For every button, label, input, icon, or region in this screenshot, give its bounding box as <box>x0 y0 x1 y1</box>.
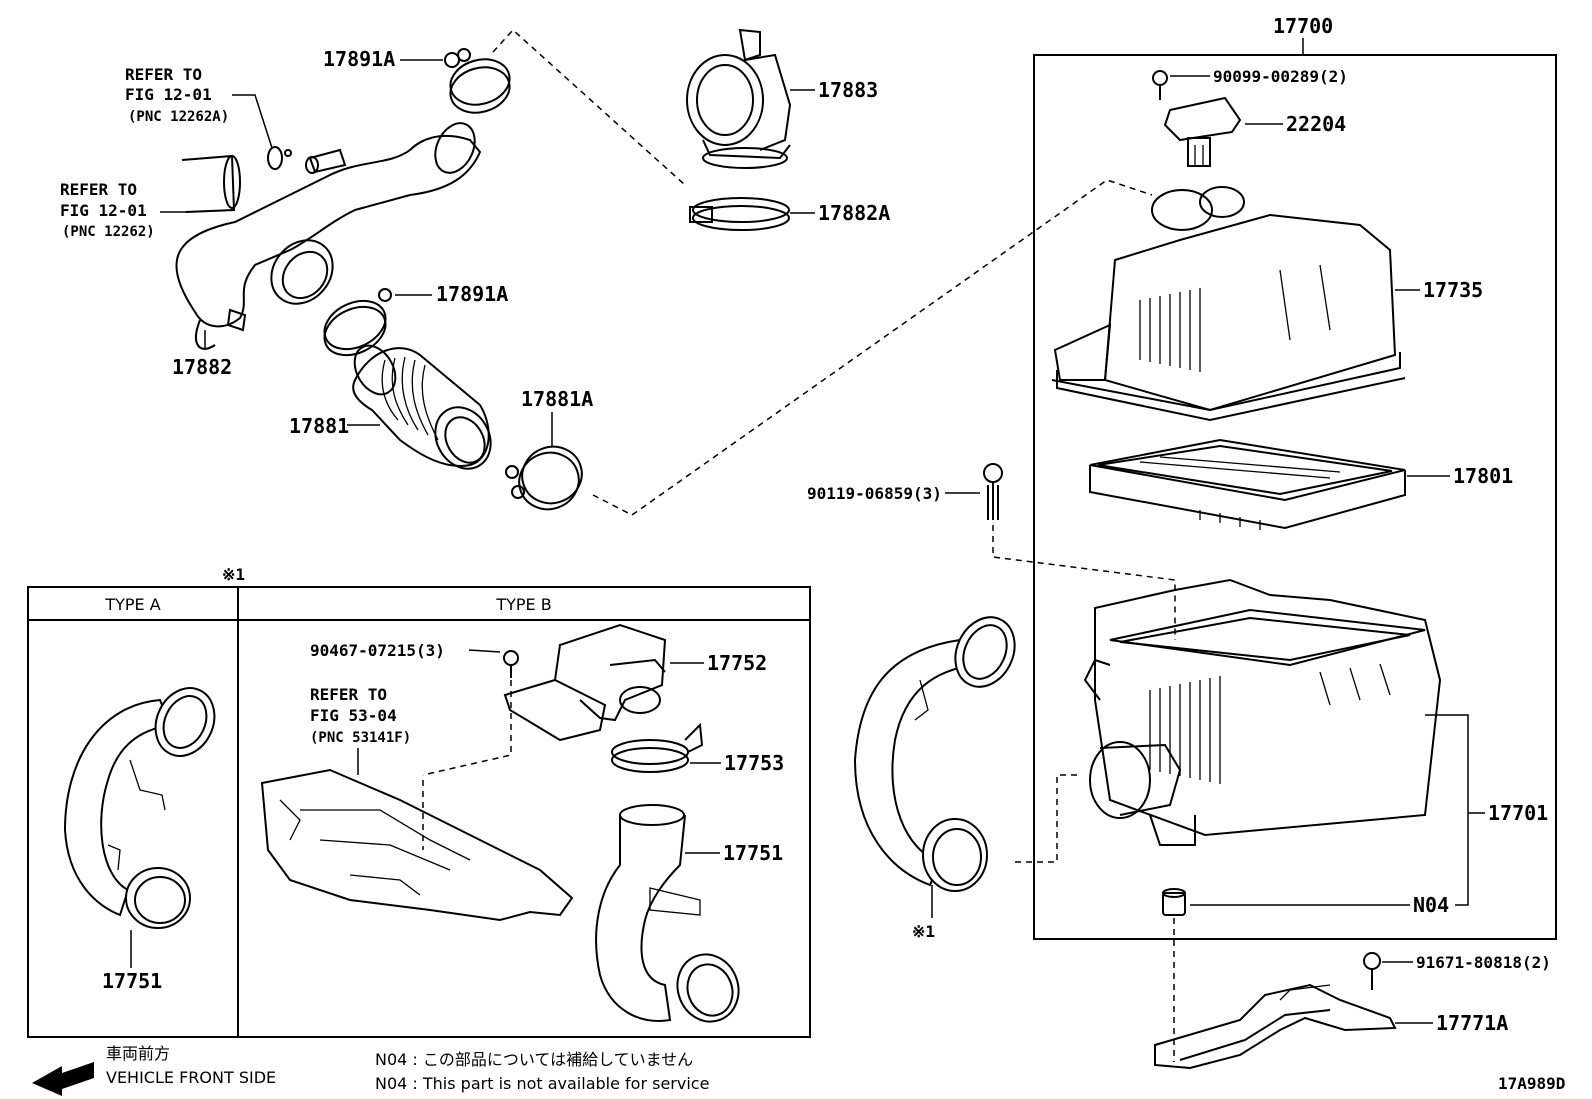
label-17751-type-b: 17751 <box>723 841 783 865</box>
refer-b-line2: FIG 12-01 <box>60 201 147 220</box>
refer-note-b: REFER TO FIG 12-01 (PNC 12262) <box>60 154 241 240</box>
bolt-91671 <box>1363 952 1413 990</box>
refer-b-line3: (PNC 12262) <box>62 224 155 240</box>
refer-note-c: REFER TO FIG 53-04 (PNC 53141F) <box>310 685 411 775</box>
label-90099: 90099-00289(2) <box>1213 67 1348 86</box>
ref-mark-side: ※1 <box>912 922 935 941</box>
label-90467: 90467-07215(3) <box>310 641 445 660</box>
case-lower-17701 <box>1083 578 1485 906</box>
label-17883: 17883 <box>818 78 878 102</box>
label-22204: 22204 <box>1286 112 1346 136</box>
ref-mark-box: ※1 <box>222 565 245 584</box>
refer-a-line2: FIG 12-01 <box>125 85 212 104</box>
label-17881: 17881 <box>289 414 349 438</box>
legend-n04-en: N04 : This part is not available for ser… <box>375 1074 709 1093</box>
assembly-number: 17700 <box>1273 14 1333 38</box>
clamp-17891A-top <box>400 48 511 114</box>
label-17882: 17882 <box>172 355 232 379</box>
refer-c-line2: FIG 53-04 <box>310 706 397 725</box>
label-17701: 17701 <box>1488 801 1548 825</box>
label-N04: N04 <box>1413 893 1449 917</box>
front-arrow-icon <box>32 1062 94 1096</box>
label-17753: 17753 <box>724 751 784 775</box>
screw-90099 <box>1152 70 1210 100</box>
label-91671: 91671-80818(2) <box>1416 953 1551 972</box>
label-17801: 17801 <box>1453 464 1513 488</box>
clamp-17891A-mid <box>323 288 432 357</box>
label-17771A: 17771A <box>1436 1011 1508 1035</box>
refer-a-line1: REFER TO <box>125 65 202 84</box>
legend-front-jp: 車両前方 <box>106 1044 170 1063</box>
assembly-frame <box>1033 54 1557 940</box>
refer-c-line3: (PNC 53141F) <box>310 730 411 746</box>
bolt-90119 <box>945 463 1176 640</box>
figure-id: 17A989D <box>1498 1074 1565 1093</box>
legend-n04-jp: N04 : この部品については補給していません <box>375 1050 693 1069</box>
refer-a-line3: (PNC 12262A) <box>128 109 229 125</box>
label-17881A: 17881A <box>521 387 593 411</box>
duct-17751-type-a <box>63 687 216 968</box>
refer-c-line1: REFER TO <box>310 685 387 704</box>
clip-90467 <box>468 649 519 678</box>
label-17751-type-a: 17751 <box>102 969 162 993</box>
case-upper-17735 <box>1051 186 1420 422</box>
under-cover <box>260 768 574 922</box>
label-17752: 17752 <box>707 651 767 675</box>
hose-17881 <box>347 344 492 470</box>
adapter-17883 <box>686 28 815 169</box>
inlet-17752 <box>503 623 704 742</box>
refer-b-line1: REFER TO <box>60 180 137 199</box>
sensor-22204 <box>1163 96 1283 167</box>
type-a-header: TYPE A <box>104 595 160 614</box>
grommet-N04 <box>1162 888 1410 1062</box>
bracket-17771A <box>1154 983 1433 1070</box>
clamp-17753 <box>611 722 721 773</box>
duct-17751-type-b <box>595 804 740 1023</box>
duct-17882 <box>175 122 482 350</box>
label-17735: 17735 <box>1423 278 1483 302</box>
label-90119: 90119-06859(3) <box>807 484 942 503</box>
clamp-17881A <box>505 412 583 511</box>
label-17882A: 17882A <box>818 201 890 225</box>
duct-outer-ref1 <box>853 616 1016 918</box>
label-17891A-top: 17891A <box>323 47 395 71</box>
variant-box: ※1 TYPE A TYPE B <box>27 565 811 1038</box>
type-b-header: TYPE B <box>495 595 551 614</box>
label-17891A-mid: 17891A <box>436 282 508 306</box>
clamp-17882A <box>689 197 815 231</box>
filter-element-17801 <box>1089 438 1450 530</box>
assembly-17700-group: 17700 <box>1033 14 1557 940</box>
refer-note-a: REFER TO FIG 12-01 (PNC 12262A) <box>125 65 292 170</box>
legend-front-en: VEHICLE FRONT SIDE <box>106 1068 276 1087</box>
